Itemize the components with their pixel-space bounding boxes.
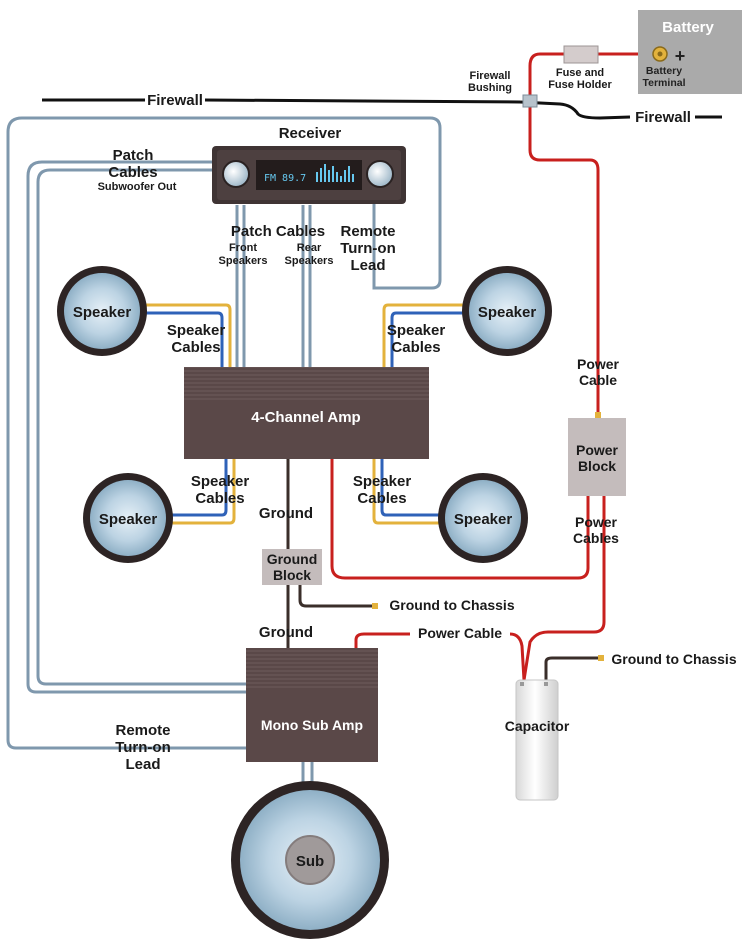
battery-terminal-label-1: Battery	[646, 65, 682, 77]
speaker-cables-ur-label-2: Cables	[391, 339, 440, 356]
power-wires	[330, 52, 638, 681]
power-cables-label-1: Power	[575, 514, 618, 530]
patch-cables-label: Patch Cables	[231, 223, 325, 240]
remote-lead-top-label-2: Turn-on	[340, 240, 396, 257]
fuse-label-2: Fuse Holder	[548, 79, 612, 91]
power-block-label-1: Power	[576, 442, 619, 458]
remote-lead-bottom-label-1: Remote	[115, 722, 170, 739]
remote-lead-top-label-3: Lead	[350, 257, 385, 274]
speaker-rear-right-label: Speaker	[454, 511, 513, 528]
speaker-cables-ul-label-1: Speaker	[167, 322, 226, 339]
ground-block-label-2: Block	[273, 567, 311, 583]
fuse-icon	[563, 45, 599, 64]
power-cable-mid-label: Power Cable	[418, 625, 502, 641]
subwoofer-icon: Sub	[231, 781, 389, 939]
speaker-icon: Speaker	[57, 266, 147, 356]
ground-wires	[286, 458, 600, 680]
remote-lead-top-label-1: Remote	[340, 223, 395, 240]
speaker-cables-ll-label-1: Speaker	[191, 473, 250, 490]
receiver-label: Receiver	[279, 125, 342, 142]
speaker-front-right-label: Speaker	[478, 304, 537, 321]
bushing-label-1: Firewall	[470, 70, 511, 82]
speaker-icon: Speaker	[83, 473, 173, 563]
ground-to-chassis-label-2: Ground to Chassis	[611, 651, 736, 667]
firewall-right-label: Firewall	[635, 109, 691, 126]
mono-sub-amp-label: Mono Sub Amp	[261, 717, 363, 733]
ground-to-chassis-label-1: Ground to Chassis	[389, 597, 514, 613]
ground-block-icon: Ground Block	[262, 549, 322, 585]
front-speakers-label-1: Front	[229, 242, 257, 254]
amplifier-icon: Mono Sub Amp	[246, 648, 378, 762]
speaker-cables-ur-label-1: Speaker	[387, 322, 446, 339]
bushing-label-2: Bushing	[468, 82, 512, 94]
patch-sub-label-2: Cables	[108, 164, 157, 181]
speaker-cables-lr-label-1: Speaker	[353, 473, 412, 490]
capacitor-icon: Capacitor	[505, 679, 570, 801]
speaker-icon: Speaker	[438, 473, 528, 563]
amplifier-icon: 4-Channel Amp	[184, 367, 429, 459]
fuse-label-1: Fuse and	[556, 67, 604, 79]
patch-cable-wires	[6, 116, 442, 790]
rear-speakers-label-2: Speakers	[285, 255, 334, 267]
speaker-cables-lr-label-2: Cables	[357, 490, 406, 507]
speaker-rear-left-label: Speaker	[99, 511, 158, 528]
radio-frequency-display: FM 89.7	[264, 173, 306, 184]
power-cable-top-label-2: Cable	[579, 372, 617, 388]
speaker-icon: Speaker	[462, 266, 552, 356]
four-channel-amp-label: 4-Channel Amp	[251, 409, 360, 426]
power-block-label-2: Block	[578, 458, 616, 474]
speaker-cables-ll-label-2: Cables	[195, 490, 244, 507]
sub-label: Sub	[296, 853, 324, 870]
firewall-line	[42, 98, 722, 120]
equalizer-bars	[316, 164, 354, 182]
receiver-knob-left	[222, 160, 250, 188]
remote-lead-bottom-label-2: Turn-on	[115, 739, 171, 756]
ground-block-label-1: Ground	[267, 551, 318, 567]
battery-terminal-label-2: Terminal	[643, 77, 686, 89]
terminal-markers	[372, 412, 604, 661]
subwoofer-out-label: Subwoofer Out	[98, 181, 177, 193]
battery-plus-symbol: +	[675, 46, 686, 66]
firewall-left-label: Firewall	[147, 92, 203, 109]
rear-speakers-label-1: Rear	[297, 242, 322, 254]
firewall-bushing-icon	[522, 94, 538, 108]
speaker-cables-ul-label-2: Cables	[171, 339, 220, 356]
ground-lower-label: Ground	[259, 624, 313, 641]
front-speakers-label-2: Speakers	[219, 255, 268, 267]
remote-lead-bottom-label-3: Lead	[125, 756, 160, 773]
capacitor-label: Capacitor	[505, 718, 570, 734]
power-cables-label-2: Cables	[573, 530, 619, 546]
power-cable-top-label-1: Power	[577, 356, 620, 372]
battery-label: Battery	[662, 19, 714, 36]
speaker-front-left-label: Speaker	[73, 304, 132, 321]
ground-upper-label: Ground	[259, 505, 313, 522]
receiver-knob-right	[366, 160, 394, 188]
speaker-cable-wires	[130, 303, 468, 525]
patch-sub-label-1: Patch	[113, 147, 154, 164]
receiver-icon: FM 89.7	[212, 146, 406, 204]
power-block-icon: Power Block	[568, 418, 626, 496]
battery-icon: Battery + Battery Terminal	[638, 10, 742, 94]
